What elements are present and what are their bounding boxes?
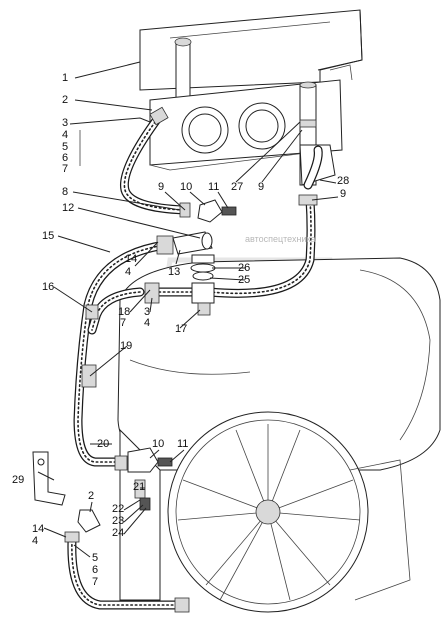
callout-7: 7 — [62, 163, 68, 175]
callout-29: 29 — [12, 474, 24, 486]
bracket-2-lower — [77, 509, 101, 533]
callout-10: 10 — [180, 181, 192, 193]
callout-1: 1 — [62, 72, 68, 84]
callout-27: 27 — [231, 181, 243, 193]
callout-5: 5 — [62, 141, 68, 153]
callout-5-lower: 5 — [92, 552, 98, 564]
callout-8: 8 — [62, 186, 68, 198]
callout-14: 14 — [125, 253, 137, 265]
callout-labels: 1 2 3 4 5 6 7 8 9 10 11 27 9 28 9 12 15 … — [12, 72, 349, 588]
callout-13: 13 — [168, 266, 180, 278]
bracket-29 — [32, 451, 66, 506]
callout-16: 16 — [42, 281, 54, 293]
callout-3-middle: 3 — [144, 306, 150, 318]
callout-4-lower: 4 — [32, 535, 38, 547]
callout-9-far-right: 9 — [340, 188, 346, 200]
callout-22: 22 — [112, 503, 124, 515]
callout-7-middle: 7 — [120, 317, 126, 329]
callout-4-middle: 4 — [144, 317, 150, 329]
callout-6-lower: 6 — [92, 564, 98, 576]
callout-10-lower: 10 — [152, 438, 164, 450]
engine-housing — [149, 79, 343, 171]
callout-7-lower: 7 — [92, 576, 98, 588]
duct-top — [174, 37, 192, 101]
callout-6: 6 — [62, 152, 68, 164]
callout-24: 24 — [112, 527, 124, 539]
callout-20: 20 — [97, 438, 109, 450]
callout-3: 3 — [62, 117, 68, 129]
watermark-text: автоспецтехника — [245, 234, 316, 244]
callout-11-lower: 11 — [177, 438, 188, 450]
callout-2-lower: 2 — [88, 490, 94, 502]
callout-17: 17 — [175, 323, 187, 335]
hose-icon — [67, 113, 323, 610]
callout-9-upper: 9 — [158, 181, 164, 193]
callout-26: 26 — [238, 262, 250, 274]
callout-11: 11 — [208, 181, 219, 193]
engine-upper-block — [139, 9, 363, 91]
callout-2: 2 — [62, 94, 68, 106]
callout-12: 12 — [62, 202, 74, 214]
leader-lines — [37, 61, 339, 558]
callout-14-lower: 14 — [32, 523, 44, 535]
callout-23: 23 — [112, 515, 124, 527]
callout-19: 19 — [120, 340, 132, 352]
callout-18: 18 — [118, 306, 130, 318]
fan-icon — [167, 411, 369, 613]
callout-4: 4 — [62, 129, 68, 141]
clamp-icon — [64, 106, 318, 613]
callout-9-right: 9 — [258, 181, 264, 193]
callout-4-upper: 4 — [125, 266, 131, 278]
callout-15: 15 — [42, 230, 54, 242]
callout-28: 28 — [337, 175, 349, 187]
callout-25: 25 — [238, 274, 250, 286]
callout-21: 21 — [133, 481, 145, 493]
